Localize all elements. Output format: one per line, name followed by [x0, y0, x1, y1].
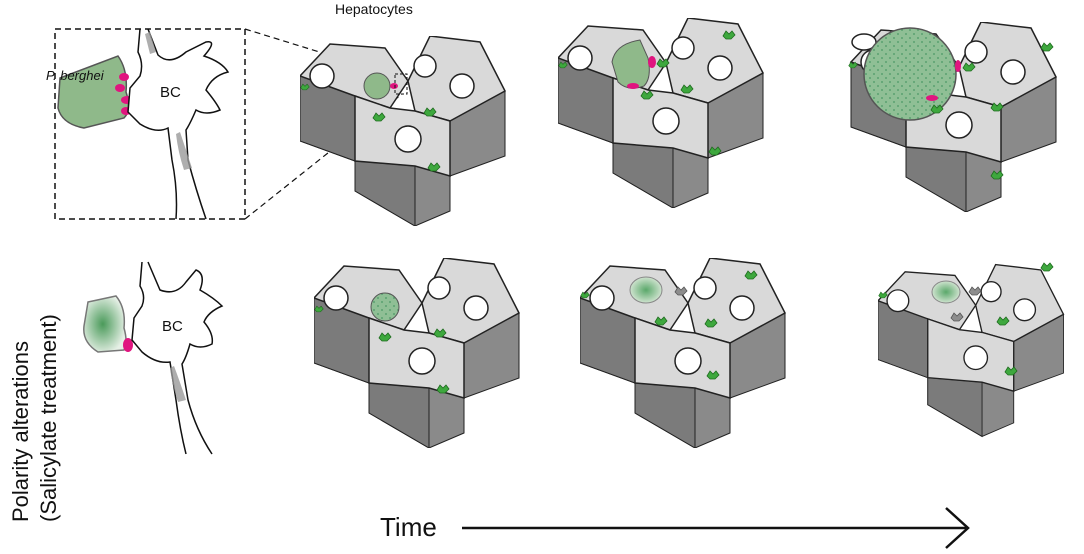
parasite-arrested — [629, 276, 663, 304]
side-label-line1: Polarity alterations — [8, 341, 33, 522]
parasite-arrested — [931, 280, 961, 304]
canaliculus-shade-top — [145, 32, 156, 54]
bc-label-top: BC — [160, 84, 181, 101]
inset-dashed-frame — [54, 28, 246, 220]
side-label-line2: (Salicylate treatment) — [36, 314, 61, 522]
magenta-polarity-marker — [926, 95, 938, 101]
hepatocyte-cluster-top-1 — [300, 36, 506, 226]
canaliculus-shade — [170, 366, 186, 402]
parasite-blob — [57, 55, 130, 129]
canaliculus-shade — [176, 132, 192, 170]
bile-canaliculus-shape — [127, 28, 230, 220]
hepatocyte-cluster-bottom-1 — [314, 258, 520, 448]
zoom-inset-top: P. berghei BC — [46, 28, 246, 220]
zoom-target-box — [394, 73, 408, 95]
arrow-right-icon — [462, 507, 970, 549]
bc-label-bottom: BC — [162, 318, 183, 335]
parasite-large — [863, 27, 957, 121]
magenta-polarity-marker — [390, 83, 398, 89]
magenta-polarity-marker — [123, 338, 133, 352]
magenta-polarity-marker — [627, 83, 639, 89]
hepatocyte-cluster-bottom-2 — [580, 258, 786, 448]
parasite-small — [363, 72, 391, 100]
time-label: Time — [380, 512, 437, 542]
parasite-small — [370, 292, 400, 322]
side-label: Polarity alterations (Salicylate treatme… — [8, 314, 61, 522]
magenta-polarity-marker — [648, 56, 656, 68]
parasite-label: P. berghei — [46, 68, 105, 83]
hepatocytes-title: Hepatocytes — [335, 1, 413, 17]
zoom-guide-bottom — [244, 93, 403, 220]
parasite-growing — [611, 39, 650, 89]
parasite-blob — [83, 295, 127, 353]
hepatocyte-cluster-top-3 — [848, 22, 1057, 212]
magenta-polarity-marker — [955, 60, 961, 72]
zoom-inset-bottom: BC — [83, 261, 224, 455]
hepatocyte-cluster-top-2 — [558, 18, 764, 208]
hepatocyte-cluster-bottom-3 — [878, 262, 1065, 438]
bile-canaliculus-shape — [131, 261, 224, 455]
